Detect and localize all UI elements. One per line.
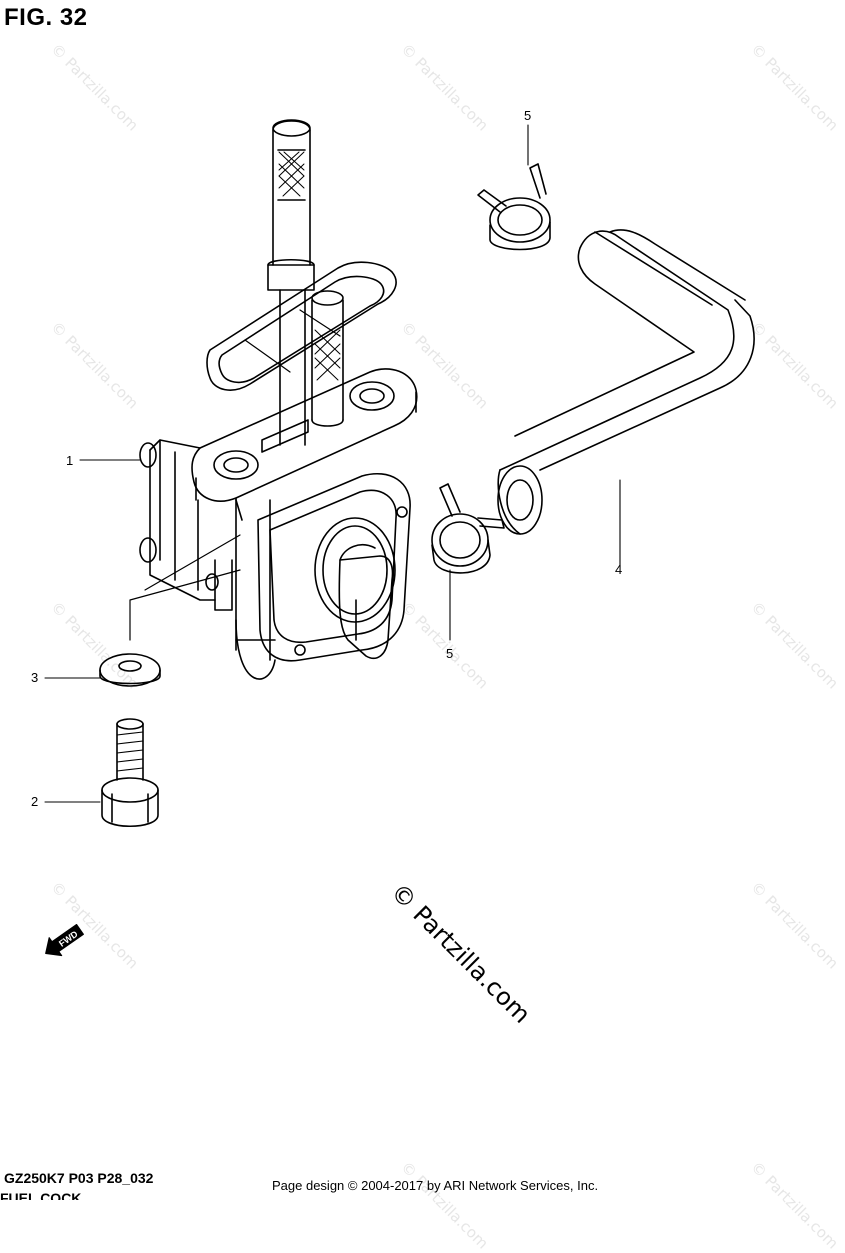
leader-lines <box>45 125 620 802</box>
diagram-title: FUEL COCK <box>0 1190 82 1200</box>
fuel-hose <box>498 230 754 534</box>
reserve-pipe <box>312 300 343 420</box>
gasket <box>207 262 396 390</box>
valve-lever-plate <box>258 474 410 661</box>
mount-flange <box>192 369 417 501</box>
valve-lever <box>339 556 392 658</box>
diagram-artwork: FWD <box>0 0 845 1200</box>
hose-clamp-lower <box>432 484 504 573</box>
bolt <box>102 719 158 826</box>
fwd-arrow-icon: FWD <box>39 920 86 962</box>
callout-2: 2 <box>31 794 39 809</box>
diagram-code: GZ250K7 P03 P28_032 <box>4 1170 154 1186</box>
callout-3: 3 <box>31 670 39 685</box>
hose-clamp-upper <box>478 164 550 250</box>
page-credit: Page design © 2004-2017 by ARI Network S… <box>272 1178 599 1193</box>
intake-pipe <box>273 130 310 265</box>
callout-4: 4 <box>615 562 623 577</box>
callout-5-upper: 5 <box>524 108 532 123</box>
figure-title: FIG. 32 <box>4 4 88 31</box>
callout-5-lower: 5 <box>446 646 454 661</box>
washer <box>100 654 160 686</box>
fuel-cock-body <box>130 120 417 679</box>
callout-1: 1 <box>66 453 74 468</box>
